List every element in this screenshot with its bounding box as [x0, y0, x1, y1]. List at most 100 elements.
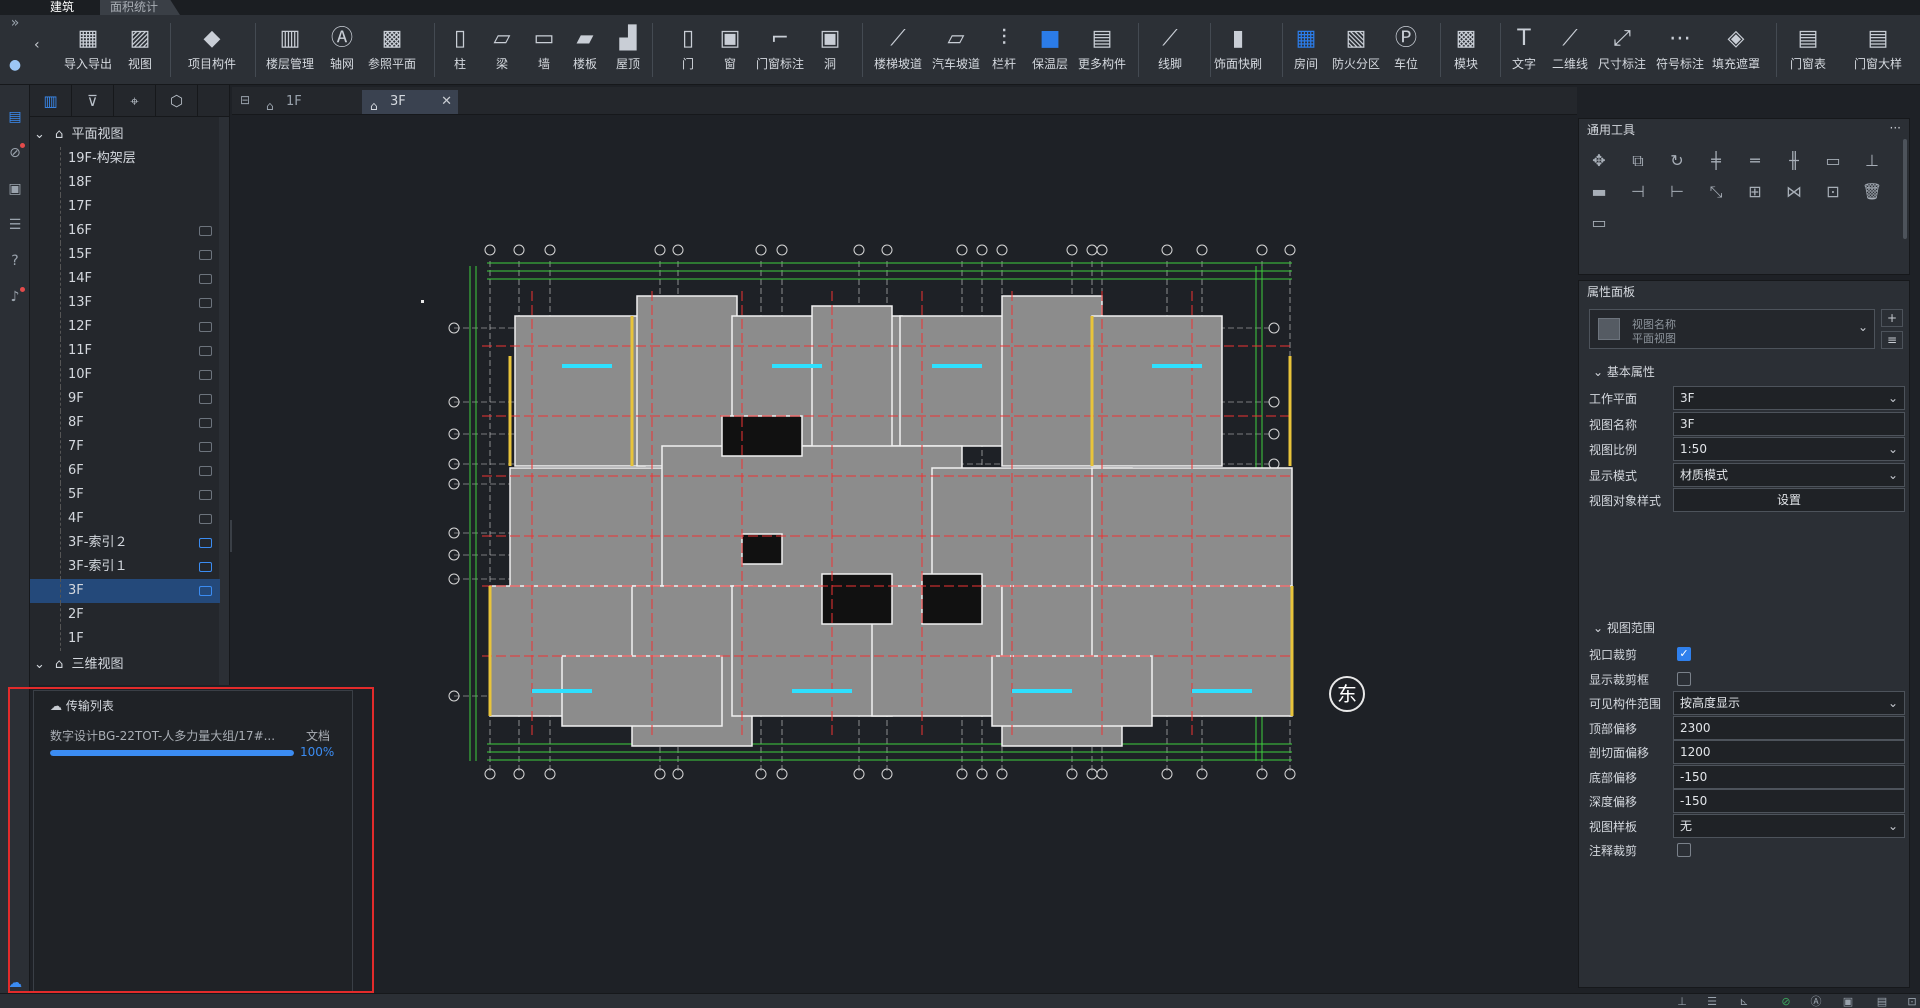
- tree-floor-item[interactable]: 14F: [30, 267, 220, 291]
- status-tool-icon[interactable]: ⊥: [1677, 995, 1687, 1008]
- tree-floor-item[interactable]: 12F: [30, 315, 220, 339]
- bell-icon[interactable]: ♪: [5, 287, 25, 307]
- avatar[interactable]: ●: [8, 57, 22, 73]
- tree-floor-item[interactable]: 9F: [30, 387, 220, 411]
- ribbon-button-20[interactable]: ▤更多构件: [1070, 19, 1134, 81]
- ribbon-button-26[interactable]: ▩模块: [1441, 19, 1491, 81]
- property-input[interactable]: 1200: [1673, 740, 1905, 764]
- property-select[interactable]: 按高度显示⌄: [1673, 691, 1905, 715]
- status-tool-icon[interactable]: Ⓐ: [1810, 995, 1822, 1008]
- ribbon-button-28[interactable]: ⟋二维线: [1545, 19, 1595, 81]
- ribbon-button-15[interactable]: ▣洞: [805, 19, 855, 81]
- delete-icon[interactable]: 🗑: [1861, 182, 1883, 201]
- cube-icon[interactable]: ⬡: [156, 85, 198, 117]
- settings-list-icon[interactable]: ≡: [1881, 331, 1903, 349]
- property-select[interactable]: 无⌄: [1673, 813, 1905, 838]
- view-badge-icon[interactable]: [199, 298, 212, 308]
- status-tool-icon[interactable]: ▤: [1876, 995, 1888, 1008]
- ribbon-button-21[interactable]: ⟋线脚: [1145, 19, 1195, 81]
- property-input[interactable]: -150: [1673, 789, 1905, 813]
- tree-floor-item[interactable]: 1F: [30, 627, 220, 651]
- view-badge-icon[interactable]: [199, 586, 212, 596]
- property-select[interactable]: 材质模式⌄: [1673, 462, 1905, 487]
- tab-1f[interactable]: ⌂ 1F: [258, 90, 353, 114]
- view-badge-icon[interactable]: [199, 250, 212, 260]
- ribbon-button-22[interactable]: ▮饰面快刷: [1206, 19, 1270, 81]
- ribbon-button-10[interactable]: ▰楼板: [560, 19, 610, 81]
- stretch-icon[interactable]: ▬: [1591, 182, 1607, 201]
- tree-floor-item[interactable]: 15F: [30, 243, 220, 267]
- ribbon-button-31[interactable]: ◈填充遮罩: [1704, 19, 1768, 81]
- tree-floor-item[interactable]: 3F-索引１: [30, 555, 220, 579]
- view-badge-icon[interactable]: [199, 322, 212, 332]
- view-badge-icon[interactable]: [199, 514, 212, 524]
- tree-floor-item[interactable]: 7F: [30, 435, 220, 459]
- filter-icon[interactable]: ⊽: [72, 85, 114, 117]
- more-icon[interactable]: ···: [1889, 121, 1901, 135]
- tree-floor-item[interactable]: 17F: [30, 195, 220, 219]
- move-icon[interactable]: ✥: [1592, 151, 1606, 170]
- ribbon-button-12[interactable]: ▯门: [663, 19, 713, 81]
- offset-icon[interactable]: ═: [1750, 151, 1760, 170]
- measure-icon[interactable]: ▭: [1591, 213, 1607, 232]
- tree-floor-item[interactable]: 3F: [30, 579, 220, 603]
- type-selector[interactable]: 视图名称 平面视图 ⌄: [1589, 309, 1875, 349]
- tree-floor-item[interactable]: 4F: [30, 507, 220, 531]
- property-input[interactable]: -150: [1673, 764, 1905, 789]
- ribbon-button-8[interactable]: ▱梁: [477, 19, 527, 81]
- view-badge-icon[interactable]: [199, 394, 212, 404]
- status-tool-icon[interactable]: ⊘: [1781, 995, 1791, 1008]
- tree-floor-item[interactable]: 3F-索引２: [30, 531, 220, 555]
- property-input[interactable]: 3F: [1673, 411, 1905, 436]
- view-badge-icon[interactable]: [199, 490, 212, 500]
- link-icon[interactable]: ⊘: [5, 143, 25, 163]
- array-icon[interactable]: ⊞: [1748, 182, 1762, 201]
- section-view-range[interactable]: ⌄ 视图范围: [1593, 621, 1655, 635]
- ribbon-button-3[interactable]: ◆项目构件: [180, 19, 244, 81]
- tree-floor-item[interactable]: 11F: [30, 339, 220, 363]
- tree-floor-item[interactable]: 16F: [30, 219, 220, 243]
- property-input[interactable]: 2300: [1673, 715, 1905, 740]
- view-badge-icon[interactable]: [199, 346, 212, 356]
- status-tool-icon[interactable]: ☰: [1707, 995, 1717, 1008]
- ribbon-button-16[interactable]: ⟋楼梯坡道: [866, 19, 930, 81]
- view-badge-icon[interactable]: [199, 274, 212, 284]
- ribbon-button-19[interactable]: ■保温层: [1025, 19, 1075, 81]
- ribbon-button-29[interactable]: ⤢尺寸标注: [1590, 19, 1654, 81]
- ribbon-button-9[interactable]: ▭墙: [519, 19, 569, 81]
- tree-floor-item[interactable]: 6F: [30, 459, 220, 483]
- view-badge-icon[interactable]: [199, 418, 212, 428]
- tree-floor-item[interactable]: 13F: [30, 291, 220, 315]
- list-icon[interactable]: ☰: [8, 217, 22, 233]
- add-icon[interactable]: +: [1881, 309, 1903, 327]
- mirror-axis-icon[interactable]: ⊢: [1670, 182, 1684, 201]
- status-tool-icon[interactable]: ⊡: [1907, 995, 1917, 1008]
- split-icon[interactable]: ╫: [1789, 151, 1799, 170]
- tree-scrollbar[interactable]: [219, 117, 229, 685]
- cloud-upload-icon[interactable]: ☁: [8, 975, 22, 991]
- section-basic-properties[interactable]: ⌄ 基本属性: [1593, 365, 1655, 379]
- document-icon[interactable]: ▣: [8, 181, 22, 197]
- view-tree-icon[interactable]: ▥: [30, 85, 72, 117]
- location-icon[interactable]: ⌖: [114, 85, 156, 117]
- tree-node-3d-views[interactable]: ⌄ ⌂ 三维视图: [34, 653, 123, 677]
- ribbon-button-32[interactable]: ▤门窗表: [1783, 19, 1833, 81]
- ribbon-button-7[interactable]: ▯柱: [435, 19, 485, 81]
- ribbon-button-2[interactable]: ▨视图: [115, 19, 165, 81]
- ribbon-button-30[interactable]: ⋯符号标注: [1648, 19, 1712, 81]
- trim-icon[interactable]: ▭: [1825, 151, 1841, 170]
- property-checkbox[interactable]: [1677, 671, 1691, 686]
- property-checkbox[interactable]: ✓: [1677, 647, 1691, 661]
- property-select[interactable]: 3F⌄: [1673, 386, 1905, 410]
- property-checkbox[interactable]: [1677, 843, 1691, 857]
- align-icon[interactable]: ╪: [1711, 151, 1721, 170]
- tree-floor-item[interactable]: 10F: [30, 363, 220, 387]
- tree-floor-item[interactable]: 5F: [30, 483, 220, 507]
- tab-3f[interactable]: ⌂ 3F ✕: [362, 90, 458, 114]
- tab-list-icon[interactable]: ⊟: [240, 93, 251, 107]
- group-icon[interactable]: ⊡: [1826, 182, 1840, 201]
- status-tool-icon[interactable]: ▣: [1842, 995, 1854, 1008]
- mirror-line-icon[interactable]: ⊣: [1631, 182, 1645, 201]
- ribbon-button-23[interactable]: ▦房间: [1281, 19, 1331, 81]
